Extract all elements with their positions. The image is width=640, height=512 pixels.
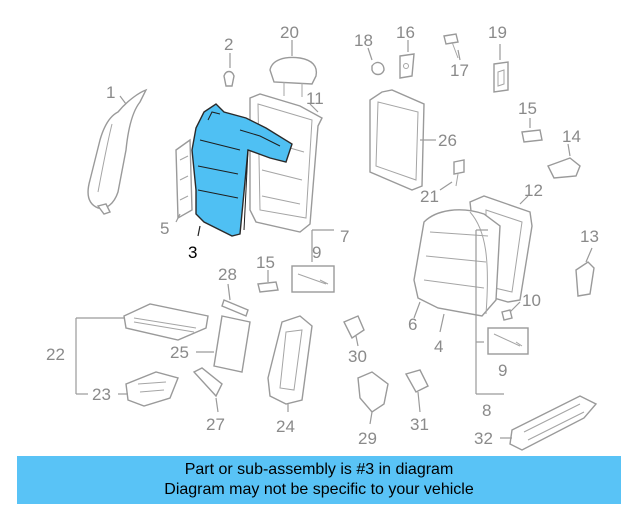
callout-7: 7 [340, 227, 349, 246]
part-3-seatback-cover [191, 103, 293, 237]
part-24-panel [267, 315, 313, 412]
callout-17: 17 [450, 61, 469, 80]
part-4-seatback-assembly [413, 209, 501, 333]
callout-29: 29 [358, 429, 377, 448]
part-26-panel [369, 89, 436, 191]
callout-10: 10 [522, 291, 541, 310]
part-15-clip-upper [521, 118, 543, 143]
callout-14: 14 [562, 127, 581, 146]
callout-3: 3 [188, 243, 197, 262]
callout-1: 1 [106, 83, 115, 102]
part-21-pin [439, 159, 465, 191]
part-20-headrest [269, 40, 318, 97]
part-14-bracket [547, 143, 581, 179]
part-9-fastener-kit-left [291, 229, 335, 293]
callout-4: 4 [434, 337, 443, 356]
part-18-clip [367, 47, 385, 76]
callout-9-right: 9 [498, 361, 507, 380]
part-22-pad [75, 303, 209, 395]
callout-8: 8 [482, 401, 491, 420]
callout-11: 11 [306, 89, 324, 108]
part-2-clip [223, 53, 235, 87]
part-30-bracket [343, 315, 365, 347]
part-23-bracket [118, 371, 179, 407]
callout-6: 6 [408, 315, 417, 334]
part-27-trim [192, 367, 223, 413]
callout-15-upper: 15 [518, 99, 537, 118]
part-15-clip-lower [257, 270, 279, 293]
part-32-trim [500, 395, 598, 451]
part-13-bracket [575, 247, 595, 297]
part-17-bolt [443, 33, 461, 61]
callout-12: 12 [524, 181, 543, 200]
callout-18: 18 [354, 31, 373, 50]
callout-16: 16 [396, 23, 415, 42]
part-1-side-bolster [87, 88, 148, 215]
callout-5: 5 [160, 219, 169, 238]
callout-32: 32 [474, 429, 493, 448]
callout-13: 13 [580, 227, 599, 246]
callout-20: 20 [280, 23, 299, 42]
callout-27: 27 [206, 415, 225, 434]
banner-line-2: Diagram may not be specific to your vehi… [164, 481, 474, 498]
banner-line-1: Part or sub-assembly is #3 in diagram [184, 461, 454, 478]
part-16-bracket [399, 40, 415, 79]
callout-9-left: 9 [312, 243, 321, 262]
part-28-trim-strip [221, 283, 249, 317]
callout-15-lower: 15 [256, 253, 275, 272]
callout-22: 22 [46, 345, 65, 364]
parts-diagram: 1 2 3 4 5 6 7 8 9 9 10 11 12 13 14 15 15… [46, 23, 599, 451]
callout-24: 24 [276, 417, 295, 436]
callout-30: 30 [348, 347, 367, 366]
callout-25: 25 [170, 343, 189, 362]
part-25-panel [196, 315, 251, 373]
part-5-panel [175, 138, 193, 223]
part-19-bracket [493, 44, 509, 93]
callout-23: 23 [92, 385, 111, 404]
part-31-bracket [404, 369, 429, 413]
callout-2: 2 [224, 35, 233, 54]
callout-28: 28 [218, 265, 237, 284]
part-9-fastener-kit-right [475, 229, 529, 395]
part-10-clip [501, 301, 521, 321]
callout-21: 21 [420, 187, 439, 206]
callout-26: 26 [438, 131, 457, 150]
callout-19: 19 [488, 23, 507, 42]
part-11-seatback-frame [249, 93, 323, 233]
callout-31: 31 [410, 415, 429, 434]
part-29-bracket [357, 371, 389, 425]
info-banner: Part or sub-assembly is #3 in diagram Di… [17, 456, 621, 504]
